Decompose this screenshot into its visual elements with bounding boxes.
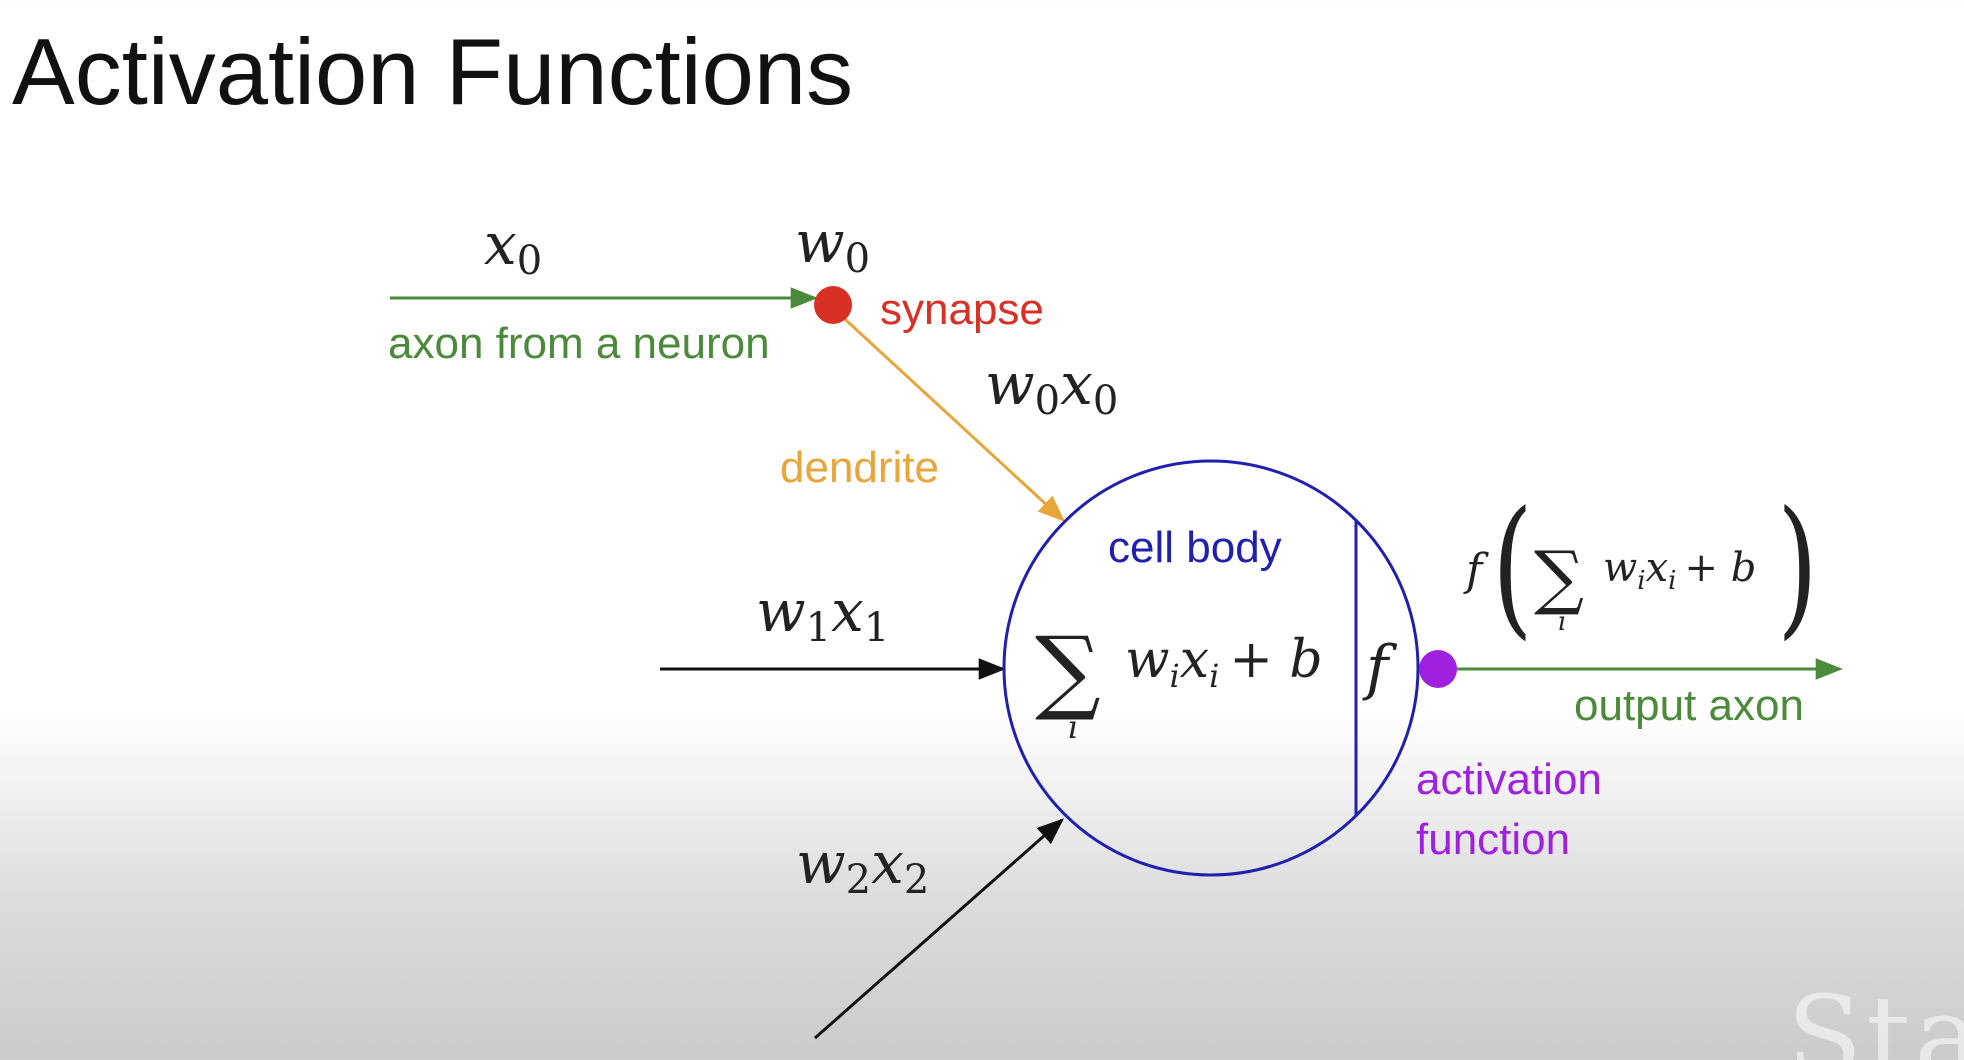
- product-w2x2-math: w2x2: [796, 829, 929, 903]
- dendrite-arrow: [833, 308, 1065, 522]
- input-w2x2-arrow: [814, 818, 1065, 1040]
- weight-w0-math: w0: [795, 208, 870, 282]
- input-x0-math: x0: [484, 210, 542, 284]
- dendrite-label: dendrite: [780, 443, 939, 492]
- synapse-dot: [814, 286, 852, 324]
- output-formula-body: wixi+ b: [1603, 545, 1756, 596]
- output-formula-paren-open: (: [1492, 479, 1533, 654]
- activation-label-line2: function: [1416, 815, 1570, 864]
- watermark-logo: Sta: [1786, 972, 1964, 1060]
- cell-body-label: cell body: [1108, 523, 1282, 572]
- synapse-label: synapse: [880, 285, 1044, 334]
- activation-dot: [1419, 650, 1457, 688]
- product-w0x0-math: w0x0: [985, 350, 1118, 424]
- output-formula-paren-close: ): [1777, 479, 1818, 654]
- product-w1x1-math: w1x1: [756, 577, 889, 651]
- cell-sum-symbol: ∑: [1035, 617, 1101, 724]
- axon-label: axon from a neuron: [388, 319, 770, 368]
- slide-title: Activation Functions: [12, 19, 854, 124]
- cell-sum-index: i: [1068, 708, 1078, 746]
- output-formula-f: f: [1463, 545, 1489, 596]
- cell-body-circle: [1002, 459, 1420, 877]
- output-formula-sum-index: i: [1558, 607, 1566, 637]
- output-axon-label: output axon: [1574, 681, 1804, 730]
- output-formula-sum-symbol: ∑: [1534, 536, 1584, 618]
- cell-activation-f: f: [1362, 633, 1398, 703]
- activation-label-line1: activation: [1416, 755, 1602, 804]
- cell-sum-body: wixi+ b: [1125, 630, 1323, 695]
